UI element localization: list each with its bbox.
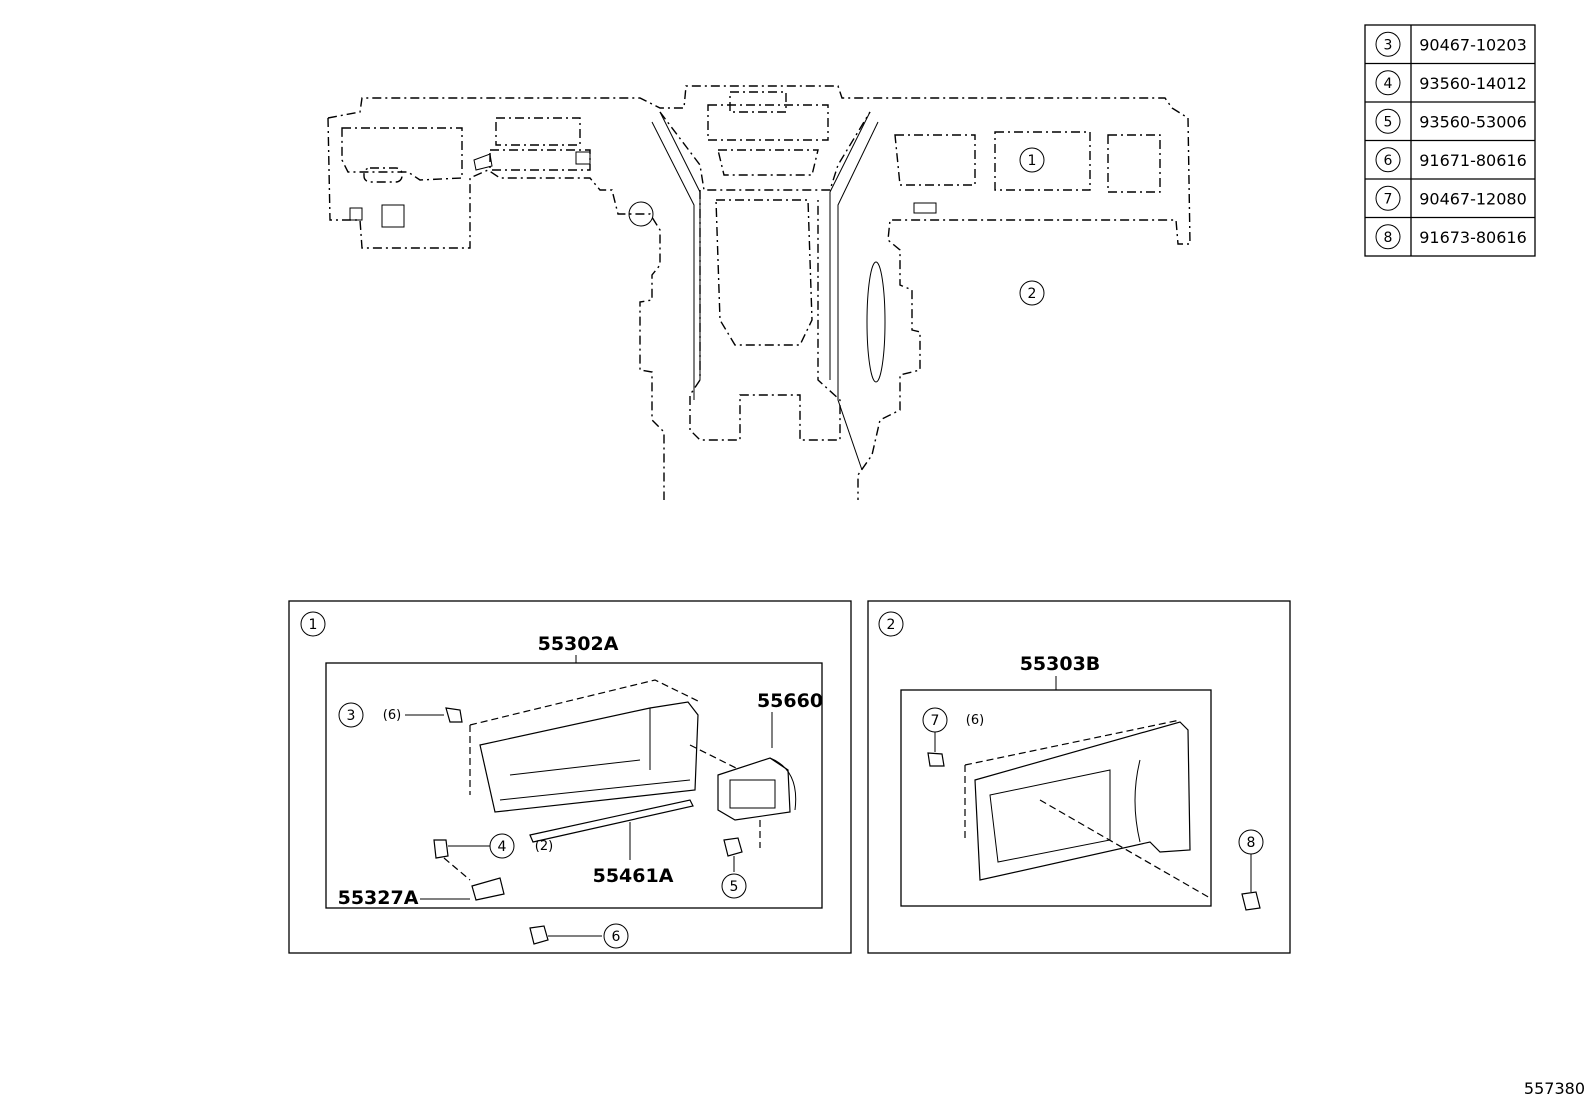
svg-text:5: 5	[730, 879, 739, 895]
svg-text:2: 2	[887, 617, 896, 633]
callout-7[interactable]: 7	[922, 707, 948, 733]
bolt-6-illustration	[529, 925, 549, 945]
parts-table-part-number: 90467-10203	[1419, 35, 1527, 54]
callout-5[interactable]: 5	[721, 873, 747, 899]
parts-table: 3 90467-10203 4 93560-14012 5 93560-53006 6 916…	[1364, 24, 1536, 257]
parts-table-row[interactable]: 7 90467-12080	[1375, 185, 1527, 211]
parts-table-ref: 7	[1384, 191, 1393, 207]
parts-table-part-number: 93560-53006	[1419, 112, 1527, 131]
parts-table-row[interactable]: 8 91673-80616	[1375, 224, 1527, 250]
detail-1-ref-callout[interactable]: 1	[300, 611, 326, 637]
overview-callout-2[interactable]: 2	[1019, 280, 1045, 306]
overview-callout-1[interactable]: 1	[1019, 147, 1045, 173]
svg-text:8: 8	[1247, 835, 1256, 851]
parts-table-part-number: 91671-80616	[1419, 151, 1527, 170]
svg-text:3: 3	[347, 708, 356, 724]
svg-text:2: 2	[1028, 286, 1037, 302]
svg-text:7: 7	[931, 713, 940, 729]
part-label-55461A[interactable]: 55461A	[593, 865, 674, 887]
part-label-55302A[interactable]: 55302A	[538, 633, 619, 655]
parts-table-ref: 4	[1384, 76, 1393, 92]
svg-text:6: 6	[612, 929, 621, 945]
illustration-code: 557380	[1524, 1079, 1585, 1098]
parts-table-row[interactable]: 6 91671-80616	[1375, 147, 1527, 173]
callout-4[interactable]: 4	[489, 833, 515, 859]
svg-text:4: 4	[498, 839, 507, 855]
clip-7-illustration	[927, 752, 945, 767]
callout-6[interactable]: 6	[603, 923, 629, 949]
parts-table-part-number: 91673-80616	[1419, 228, 1527, 247]
part-label-55327A[interactable]: 55327A	[338, 887, 419, 909]
strip-illustration	[529, 799, 694, 843]
part-label-55660[interactable]: 55660	[757, 690, 823, 712]
parts-table-row[interactable]: 5 93560-53006	[1375, 108, 1527, 134]
lower-panel-illustration	[964, 719, 1211, 899]
screw-8-illustration	[1241, 891, 1261, 911]
parts-table-part-number: 93560-14012	[1419, 74, 1527, 93]
svg-text:(2): (2)	[535, 839, 553, 854]
detail-panel-1: 1 55302A 55461A 55660	[288, 600, 852, 954]
vent-illustration	[717, 757, 797, 848]
clip-3-illustration	[445, 707, 463, 723]
callout-3[interactable]: 3	[338, 702, 364, 728]
parts-table-ref: 5	[1384, 114, 1393, 130]
parts-table-row[interactable]: 3 90467-10203	[1375, 31, 1527, 57]
glove-box-illustration	[469, 679, 741, 813]
part-label-55303B[interactable]: 55303B	[1020, 653, 1101, 675]
detail-2-ref-callout[interactable]: 2	[878, 611, 904, 637]
parts-table-ref: 6	[1384, 153, 1393, 169]
svg-text:1: 1	[309, 617, 318, 633]
svg-text:(6): (6)	[383, 708, 401, 723]
callout-8[interactable]: 8	[1238, 829, 1264, 855]
detail-panel-2: 2 55303B 7 (6) 8	[867, 600, 1291, 954]
svg-text:(6): (6)	[966, 713, 984, 728]
parts-table-ref: 8	[1384, 230, 1393, 246]
parts-table-part-number: 90467-12080	[1419, 189, 1527, 208]
bracket-illustration	[471, 877, 505, 901]
parts-table-ref: 3	[1384, 37, 1393, 53]
screw-4-illustration	[433, 839, 449, 859]
nut-5-illustration	[723, 837, 743, 857]
dashboard-overview: 1 2	[327, 85, 1191, 500]
parts-table-row[interactable]: 4 93560-14012	[1375, 70, 1527, 96]
svg-text:1: 1	[1028, 153, 1037, 169]
